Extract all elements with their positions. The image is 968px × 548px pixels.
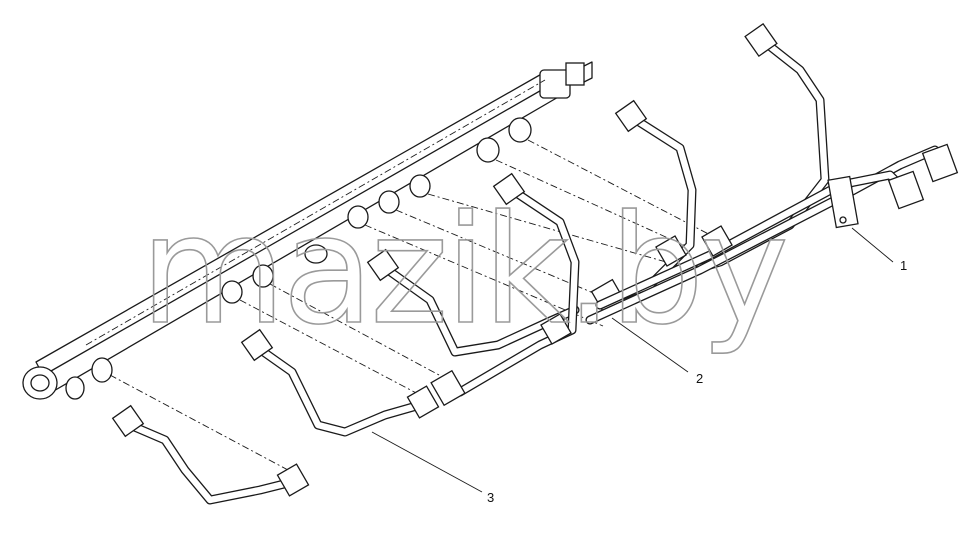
- watermark-text: mazik.by: [140, 184, 785, 358]
- rail-ports: [221, 117, 532, 304]
- line-bundle: [540, 143, 959, 345]
- fuel-rail: [22, 61, 593, 400]
- leader-lines: [371, 227, 894, 493]
- callout-2: 2: [696, 371, 703, 386]
- injection-line-2b: [430, 172, 580, 407]
- injection-line-3a: [111, 404, 310, 505]
- injection-line-3b: [240, 328, 440, 437]
- callout-3: 3: [487, 490, 494, 505]
- assembly-lines: [85, 79, 721, 471]
- callout-1: 1: [900, 258, 907, 273]
